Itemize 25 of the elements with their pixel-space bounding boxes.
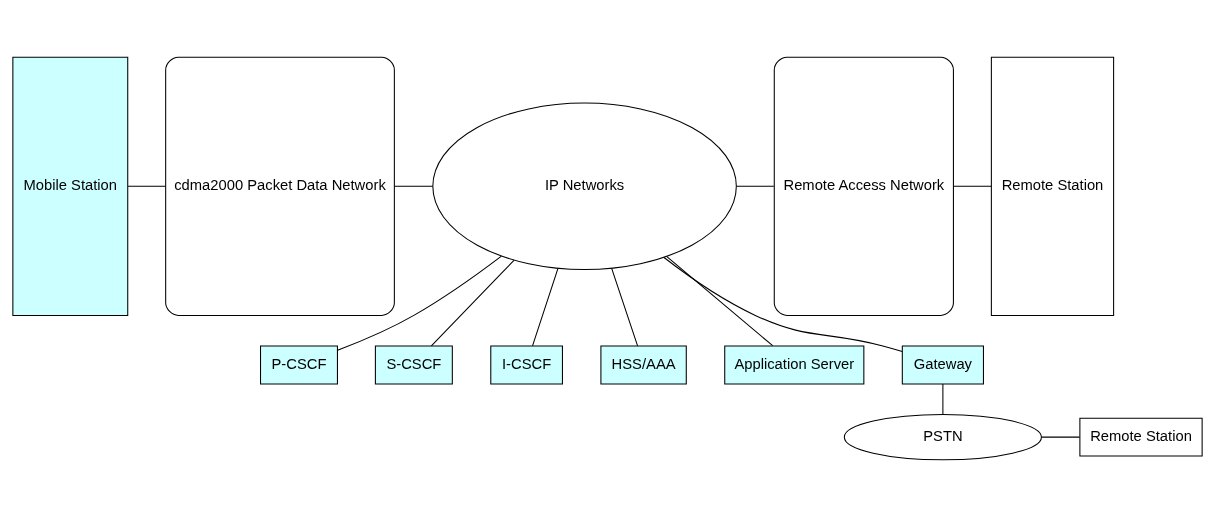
connector <box>532 267 559 346</box>
connector <box>430 259 515 346</box>
connector <box>394 185 434 187</box>
connector <box>1041 436 1081 438</box>
connector <box>663 256 903 352</box>
node-box: HSS/AAA <box>600 344 687 384</box>
node-box: Application Server <box>724 344 865 384</box>
connector <box>735 185 775 187</box>
node-box: Mobile Station <box>12 56 129 316</box>
connector <box>127 185 166 187</box>
connector <box>337 255 502 351</box>
connector <box>942 383 944 415</box>
node-box: Gateway <box>901 344 984 384</box>
node-box: Remote Station <box>1079 417 1203 457</box>
node-box: I-CSCF <box>490 344 563 384</box>
node-box: Remote Station <box>990 56 1115 316</box>
node-ellipse: PSTN <box>843 413 1042 460</box>
node-box: cdma2000 Packet Data Network <box>165 56 395 316</box>
connector <box>666 255 774 346</box>
node-ellipse: IP Networks <box>432 102 737 270</box>
connector <box>953 185 992 187</box>
connector <box>611 267 639 346</box>
node-box: P-CSCF <box>260 344 338 384</box>
node-box: Remote Access Network <box>773 56 954 316</box>
node-box: S-CSCF <box>374 344 453 384</box>
